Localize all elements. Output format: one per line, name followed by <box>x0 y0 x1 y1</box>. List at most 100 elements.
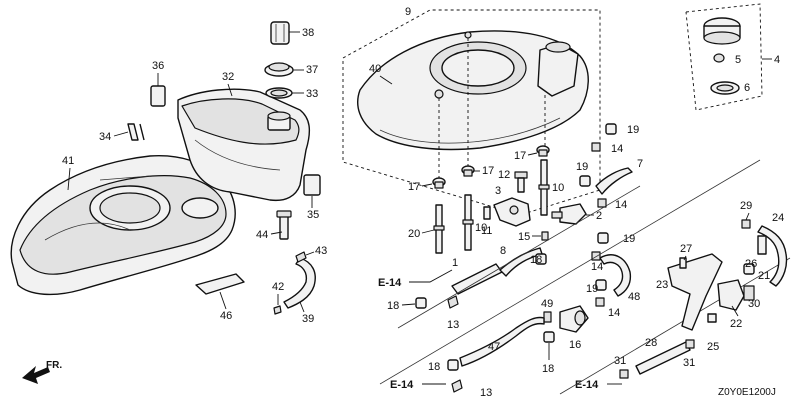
label-26: 26 <box>745 258 757 270</box>
clamp-14d <box>595 297 605 307</box>
label-19d: 19 <box>586 283 598 295</box>
cushion-35 <box>303 174 321 196</box>
seal-5 <box>713 53 725 63</box>
label-19c: 19 <box>623 233 635 245</box>
label-36: 36 <box>152 60 164 72</box>
bracket-46 <box>195 273 245 295</box>
packing-33 <box>265 87 293 99</box>
clip-31a <box>619 369 629 379</box>
hose-1 <box>451 263 503 295</box>
tube-47 <box>459 316 545 367</box>
e14-ref-left-lower: E-14 <box>390 379 414 391</box>
label-19b: 19 <box>576 161 588 173</box>
label-37: 37 <box>306 64 318 76</box>
label-14d: 14 <box>608 307 620 319</box>
clip-34 <box>127 123 145 141</box>
label-40: 40 <box>369 63 381 75</box>
label-48: 48 <box>628 291 640 303</box>
clip-43 <box>295 251 307 263</box>
label-18c: 18 <box>542 363 554 375</box>
label-19a: 19 <box>627 124 639 136</box>
clip-18d <box>447 359 459 371</box>
label-17c: 17 <box>514 150 526 162</box>
label-3: 3 <box>495 185 501 197</box>
label-38: 38 <box>302 27 314 39</box>
valve-16 <box>559 305 589 333</box>
label-1: 1 <box>452 257 458 269</box>
label-4: 4 <box>774 54 780 66</box>
bracket-23 <box>667 253 723 331</box>
label-41: 41 <box>62 155 74 167</box>
label-8: 8 <box>500 245 506 257</box>
label-43: 43 <box>315 245 327 257</box>
label-12: 12 <box>498 169 510 181</box>
label-47: 47 <box>488 341 500 353</box>
label-9: 9 <box>405 6 411 18</box>
label-30: 30 <box>748 298 760 310</box>
strainer-38 <box>270 21 290 45</box>
label-11: 11 <box>481 225 492 237</box>
label-23: 23 <box>656 279 668 291</box>
clip-19c <box>597 232 609 244</box>
label-25: 25 <box>707 341 719 353</box>
clip-18a <box>415 297 427 309</box>
screw-11 <box>483 206 491 220</box>
clip-18c <box>543 331 555 343</box>
tube-28 <box>635 341 691 375</box>
label-28: 28 <box>645 337 657 349</box>
label-24: 24 <box>772 212 784 224</box>
label-5: 5 <box>735 54 741 66</box>
tube-48 <box>599 254 632 297</box>
e14-ref-left-upper: E-14 <box>378 277 402 289</box>
label-17b: 17 <box>482 165 494 177</box>
label-29: 29 <box>740 200 752 212</box>
clamp-13a <box>447 295 459 309</box>
label-35: 35 <box>307 209 319 221</box>
fan-cover-41 <box>10 155 236 296</box>
label-13a: 13 <box>447 319 459 331</box>
screw-12 <box>514 171 528 193</box>
tube-7 <box>595 167 633 195</box>
tube-30 <box>743 285 755 301</box>
label-15: 15 <box>518 231 530 243</box>
grommet-17a <box>432 177 446 189</box>
clip-25 <box>707 313 717 323</box>
label-18a: 18 <box>387 300 399 312</box>
label-6: 6 <box>744 82 750 94</box>
cap-frame-4 <box>685 3 763 111</box>
label-20: 20 <box>408 228 420 240</box>
bolt-27 <box>679 257 687 269</box>
label-21: 21 <box>758 270 770 282</box>
stud-10a <box>462 194 474 251</box>
clamp-13b <box>451 379 463 393</box>
stud-10b <box>538 159 550 216</box>
fuel-tank-32 <box>177 88 311 202</box>
label-14c: 14 <box>591 261 603 273</box>
tube-21-upper <box>757 235 767 255</box>
clip-19d <box>595 279 607 291</box>
clip-15 <box>541 231 549 241</box>
label-49: 49 <box>541 298 553 310</box>
tank-nut-37 <box>264 62 294 77</box>
grommet-17c <box>536 145 550 157</box>
clip-42 <box>273 305 282 315</box>
fuel-tube-39 <box>283 257 316 309</box>
e14-ref-right-lower: E-14 <box>575 379 599 391</box>
label-27: 27 <box>680 243 692 255</box>
label-10a: 10 <box>475 222 487 234</box>
label-42: 42 <box>272 281 284 293</box>
clip-19b <box>579 175 591 187</box>
grommet-17b <box>461 165 475 177</box>
clip-49 <box>543 311 552 323</box>
label-46: 46 <box>220 310 232 322</box>
tether-6 <box>710 81 740 95</box>
air-cleaner-case-40 <box>357 30 589 151</box>
tube-24 <box>757 225 788 287</box>
valve-2 <box>551 203 587 225</box>
label-18d: 18 <box>428 361 440 373</box>
clip-18b <box>535 253 547 265</box>
clip-29 <box>741 219 751 229</box>
svg-text:FR.: FR. <box>46 360 62 371</box>
label-18b: 18 <box>530 254 542 266</box>
